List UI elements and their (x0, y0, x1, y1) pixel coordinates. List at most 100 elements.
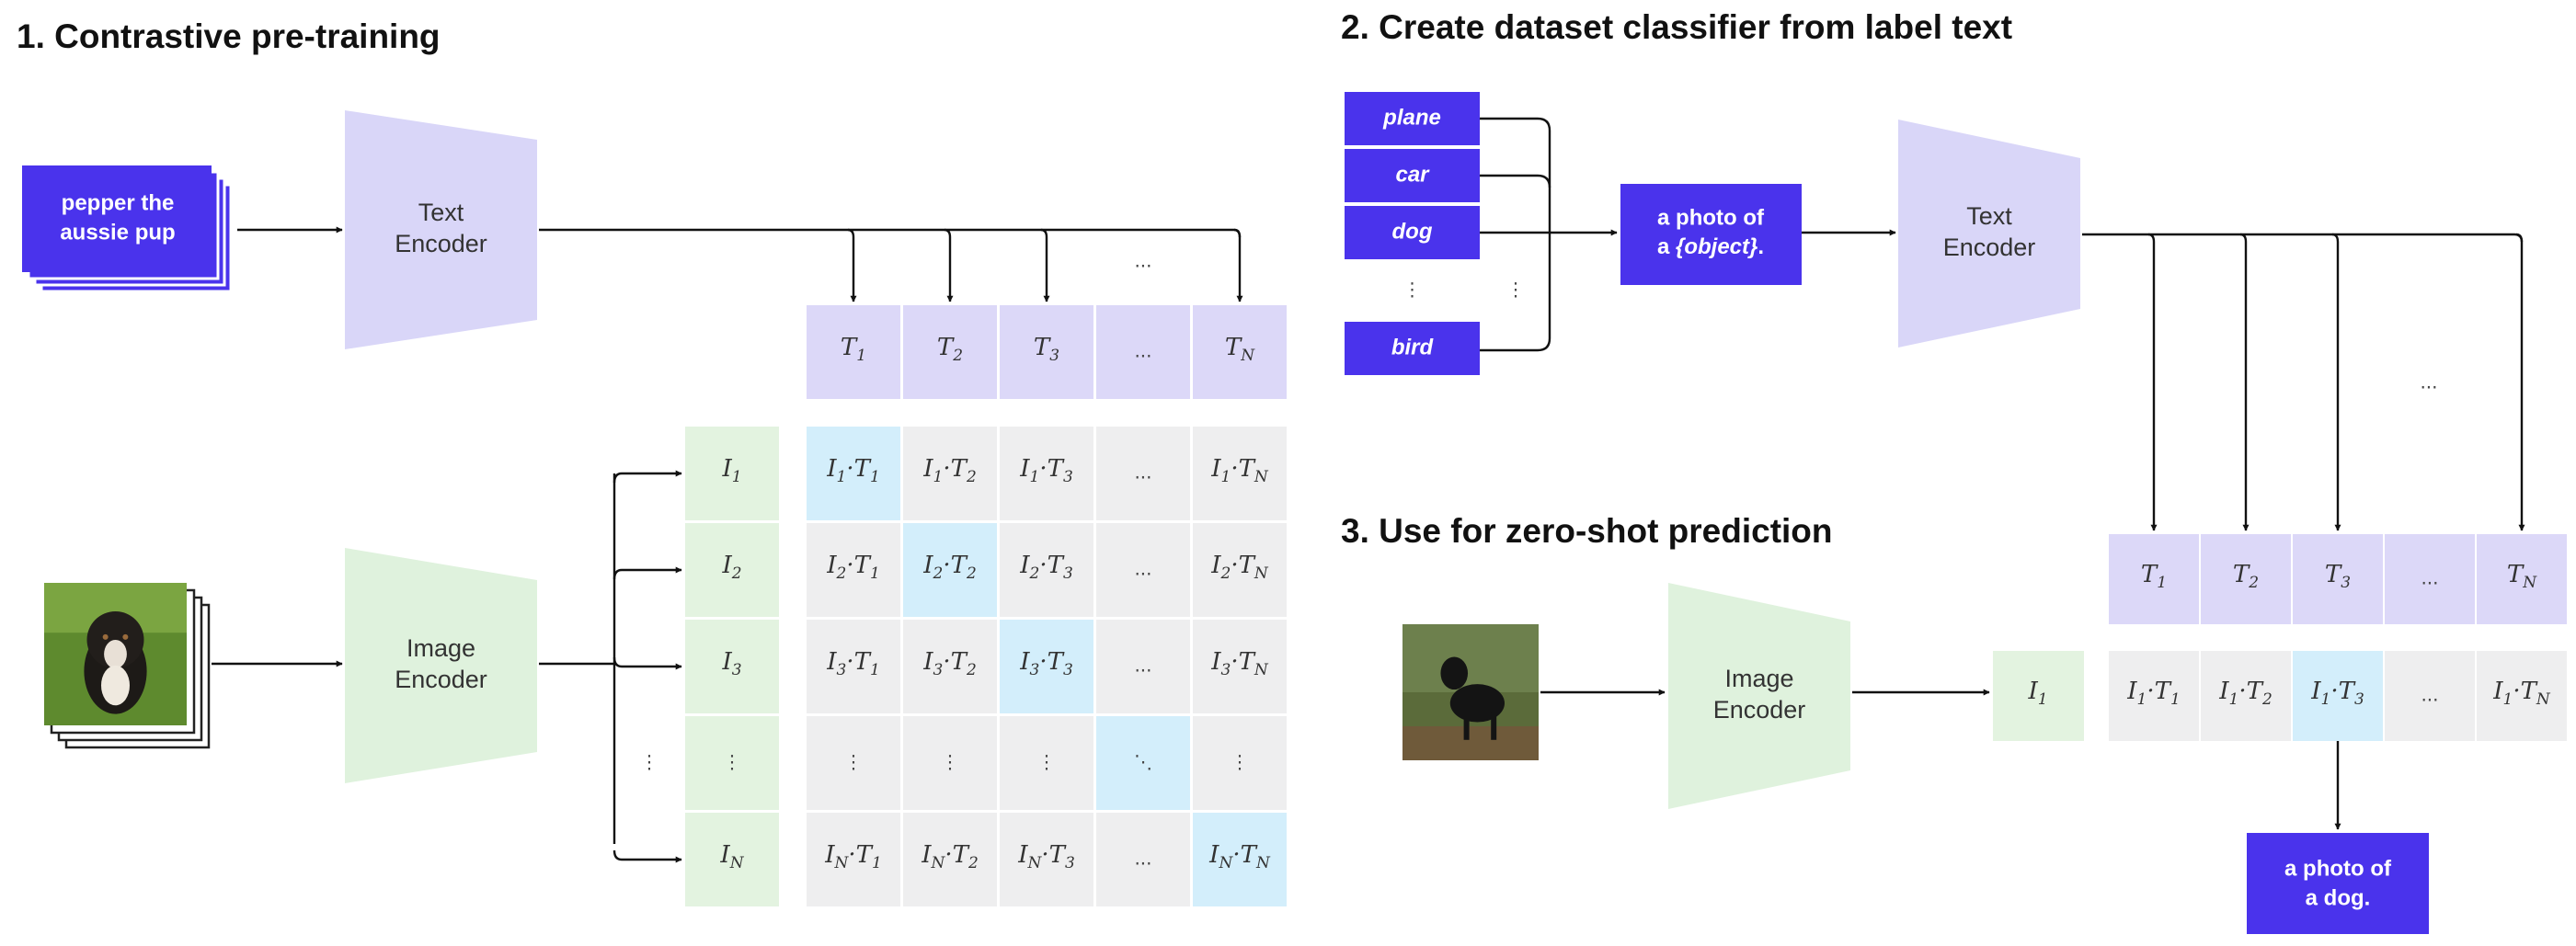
arrows-ellipsis: ... (1134, 250, 1151, 272)
matrix-cell (807, 523, 900, 617)
matrix-product: I3·TN (1210, 648, 1269, 679)
text-encoder-1-shape (345, 110, 537, 349)
matrix-cell-diagonal (903, 523, 997, 617)
query-image-token (1993, 651, 2084, 741)
image-token-cell (685, 523, 779, 617)
image-encoder-1-label-2: Encoder (395, 666, 487, 693)
zs-score-product: I1·T2 (2218, 678, 2273, 709)
label-text-car: car (1395, 162, 1430, 187)
arrow-to-image-token (613, 849, 682, 863)
text-encoder-2-label-2: Encoder (1943, 234, 2036, 261)
matrix-cell (903, 813, 997, 906)
prediction-line-1: a photo of (2284, 856, 2392, 881)
caption-card (22, 165, 212, 272)
dog-chest (101, 665, 130, 706)
matrix-cell (807, 813, 900, 906)
classifier-title: 2. Create dataset classifier from label … (1341, 8, 2012, 46)
label-text-dog: dog (1392, 219, 1433, 244)
arrow-to-text-token (944, 228, 954, 302)
label-list-vdots: ⋮ (1403, 279, 1422, 301)
matrix-cell (1193, 620, 1287, 713)
template-box (1620, 184, 1802, 285)
image-encoder-1-label-1: Image (406, 634, 475, 662)
zs-text-token-cell (2293, 534, 2383, 624)
label-box-car (1345, 149, 1480, 202)
caption-line-2: aussie pup (60, 220, 175, 245)
matrix-cell (903, 427, 997, 520)
arrow-to-zs-text-token (2331, 233, 2341, 531)
zs-text-token-ellipsis: ... (2421, 567, 2438, 589)
matrix-cell (1000, 523, 1093, 617)
arrow-to-text-token (1233, 228, 1243, 302)
matrix-vdots: ⋮ (844, 751, 863, 773)
matrix-ddots: ⋱ (1134, 751, 1152, 773)
trees (1402, 624, 1539, 692)
matrix-product: I1·T3 (1019, 455, 1073, 486)
matrix-product: IN·T2 (921, 841, 979, 872)
matrix-product: IN·T1 (824, 841, 882, 872)
template-line-1: a photo of (1657, 205, 1765, 230)
matrix-product: I1·T2 (922, 455, 977, 486)
matrix-cell (903, 620, 997, 713)
connectors (212, 117, 2525, 863)
matrix-cell (1193, 427, 1287, 520)
zs-score-cell (2477, 651, 2567, 741)
text-token-cell (807, 305, 900, 399)
zs-score-cell (2385, 651, 2475, 741)
zs-score-ellipsis: ... (2421, 684, 2438, 706)
arrow-to-image-token (613, 656, 682, 670)
zeroshot-title: 3. Use for zero-shot prediction (1341, 512, 1833, 550)
matrix-cell-diagonal (807, 427, 900, 520)
zs-score-product: I1·T3 (2310, 678, 2364, 709)
zs-score-cell (2201, 651, 2291, 741)
matrix-ellipsis: ... (1134, 848, 1151, 870)
label-box-plane (1345, 92, 1480, 145)
zs-text-token-cell (2385, 534, 2475, 624)
matrix-product: IN·TN (1208, 841, 1271, 872)
matrix-cell (807, 716, 900, 810)
matrix-cell (1000, 716, 1093, 810)
matrix-product: I2·T3 (1019, 552, 1073, 583)
text-token-cell (903, 305, 997, 399)
image-token-IN: IN (719, 841, 744, 872)
dog-leg (1463, 712, 1470, 740)
label-text-plane: plane (1382, 105, 1441, 130)
dog-eye (122, 633, 129, 640)
matrix-cell (1096, 523, 1190, 617)
label-text-bird: bird (1391, 335, 1435, 359)
zs-score-cell (2109, 651, 2199, 741)
image-encoder-2-label-1: Image (1724, 665, 1793, 692)
label-car-connector (1480, 174, 1551, 188)
puppy-photo-icon (44, 583, 187, 725)
matrix-cell (1000, 813, 1093, 906)
template-line-2: a {object}. (1657, 234, 1764, 259)
label-arrow-vdots: ⋮ (1506, 279, 1525, 301)
matrix-product: I1·T1 (826, 455, 880, 486)
matrix-product: I3·T1 (826, 648, 880, 679)
zs-text-token-cell (2477, 534, 2567, 624)
image-encoder-1-shape (345, 548, 537, 783)
zs-score-cell-best (2293, 651, 2383, 741)
prediction-box (2247, 833, 2429, 934)
matrix-ellipsis: ... (1134, 462, 1151, 484)
arrow-to-zs-text-token (2515, 233, 2525, 531)
matrix-product: I2·T1 (826, 552, 880, 583)
image-encoder-2-shape (1668, 583, 1850, 809)
row-arrows-vdots: ⋮ (640, 751, 658, 773)
matrix-product: I2·T2 (922, 552, 977, 583)
text-encoder-2-shape (1898, 120, 2080, 348)
ground (1402, 726, 1539, 760)
matrix-cell (1000, 427, 1093, 520)
text-token-cell (1193, 305, 1287, 399)
arrow-to-image-token (613, 470, 682, 484)
matrix-cell (1096, 620, 1190, 713)
arrow-to-zs-text-token (2239, 233, 2250, 531)
matrix-vdots: ⋮ (1231, 751, 1249, 773)
text-token-ellipsis: ... (1134, 340, 1151, 362)
matrix-product: I2·TN (1210, 552, 1269, 583)
matrix-cell (1096, 427, 1190, 520)
text-encoder-2-bus (2082, 233, 2524, 243)
zs-text-token-cell (2201, 534, 2291, 624)
